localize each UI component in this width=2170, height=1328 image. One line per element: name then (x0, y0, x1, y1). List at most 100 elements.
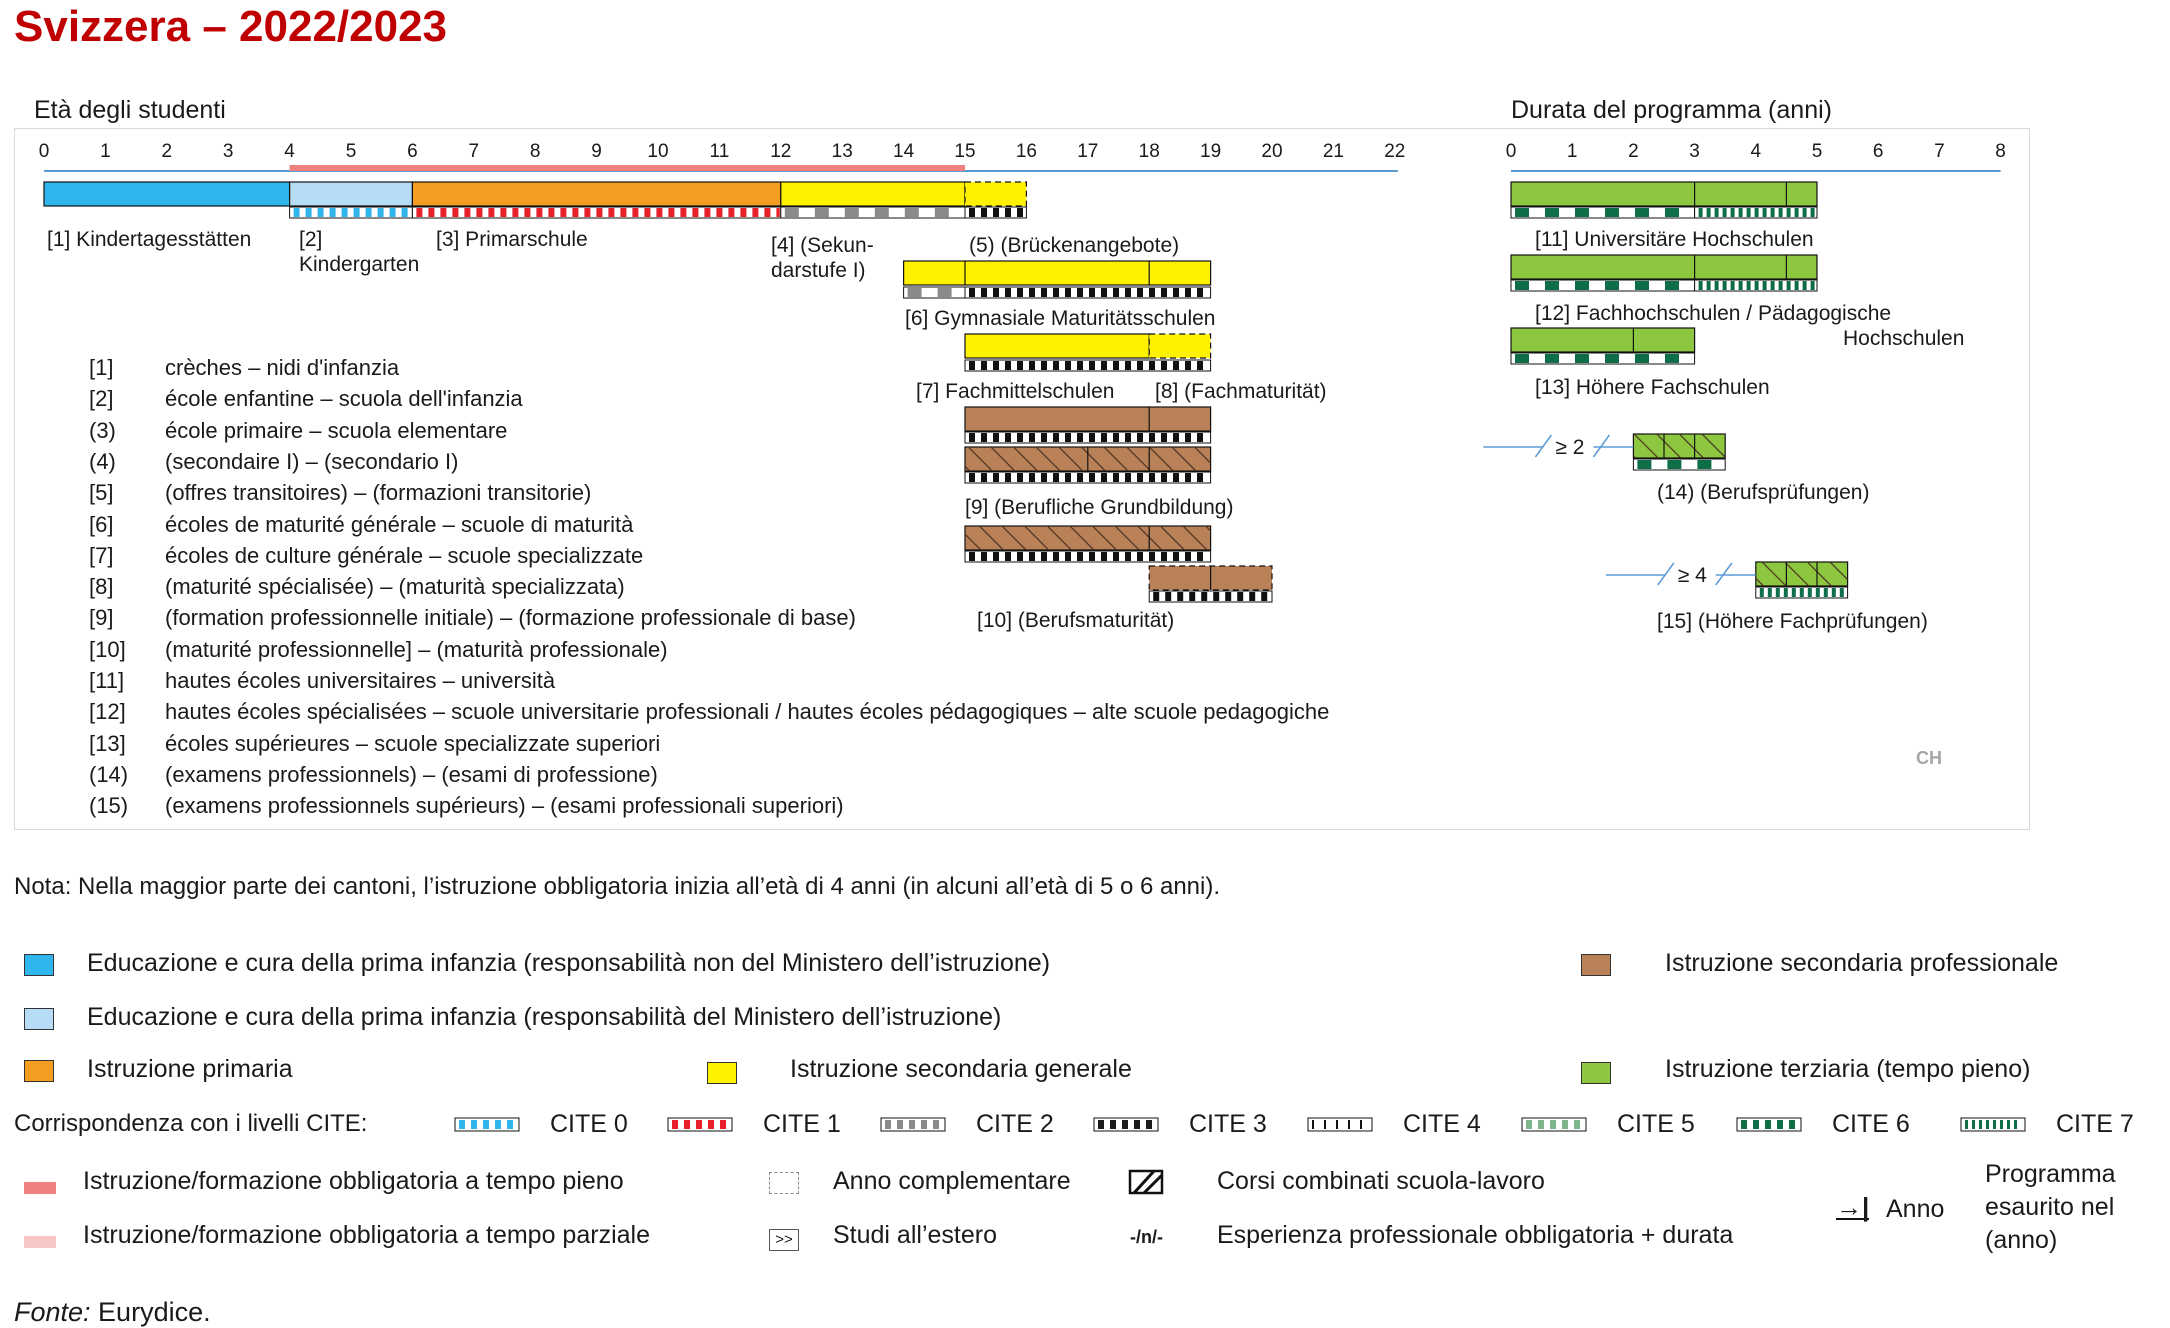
isced-stripe-9b-segment (981, 473, 987, 482)
source-text: Eurydice. (90, 1297, 211, 1327)
isced-stripe-4-segment (904, 208, 919, 217)
isced-stripe-9a-segment (1053, 433, 1059, 442)
isced-label: CITE 5 (1617, 1110, 1695, 1138)
programme-bar-3-fill (411, 181, 782, 207)
isced-stripe-12b-segment (1698, 281, 1703, 290)
experience-marker-14-slash-left (1534, 434, 1553, 458)
isced-stripe-13-frame (1510, 352, 1696, 365)
isced-swatch-segment (1979, 1120, 1982, 1129)
isced-stripe-13-segment (1545, 354, 1559, 363)
glossary-number: [12] (89, 699, 126, 725)
glossary-text: hautes écoles spécialisées – scuole univ… (165, 699, 1330, 725)
isced-swatch-segment (1098, 1120, 1104, 1129)
isced-stripe-6b-segment (981, 288, 987, 297)
combined-school-work-icon (1128, 1169, 1164, 1195)
isced-stripe-14 (1632, 458, 1726, 471)
experience-marker-14-slash-right (1592, 434, 1611, 458)
isced-swatch-segment (897, 1120, 903, 1129)
isced-stripe-4-segment (784, 208, 799, 217)
isced-stripe-10b-frame (1148, 590, 1273, 603)
isced-stripe-11a-segment (1575, 208, 1589, 217)
isced-stripe-9a-segment (1065, 433, 1071, 442)
age-tick-label: 18 (1139, 141, 1160, 162)
programme-label-12: [12] Fachhochschulen / Pädagogische (1535, 302, 1891, 325)
isced-stripe-7-segment (1029, 361, 1035, 370)
programme-bar-14 (1632, 433, 1726, 459)
programme-label-5: (5) (Brückenangebote) (969, 234, 1179, 257)
age-tick-label: 21 (1323, 141, 1344, 162)
isced-swatch-segment (2000, 1120, 2003, 1129)
duration-tick-label: 1 (1567, 141, 1578, 162)
isced-stripe-7-segment (1137, 361, 1143, 370)
isced-stripe-11b-segment (1722, 208, 1727, 217)
isced-label: CITE 4 (1403, 1110, 1481, 1138)
isced-stripe-14-segment (1637, 460, 1652, 469)
legend-label-year: Anno (1886, 1195, 1945, 1223)
programme-label-12b: Hochschulen (1843, 327, 1964, 350)
isced-stripe-3-segment (704, 208, 711, 217)
study-abroad-icon: >> (769, 1229, 799, 1251)
isced-stripe-6b-segment (1029, 288, 1035, 297)
isced-stripe-9b-segment (993, 473, 999, 482)
programme-bar-14-hatch (1633, 434, 1726, 458)
glossary-number: (15) (89, 793, 129, 819)
isced-stripe-7-segment (1173, 361, 1179, 370)
isced-stripe-9a (964, 431, 1212, 444)
isced-stripe-5-segment (993, 208, 999, 217)
isced-stripe-12a-segment (1665, 281, 1679, 290)
isced-stripe-12a-segment (1545, 281, 1559, 290)
isced-stripe-10a-segment (1173, 552, 1179, 561)
isced-stripe-3-segment (488, 208, 495, 217)
isced-swatch-segment (459, 1120, 465, 1129)
isced-stripe-9a-segment (1089, 433, 1095, 442)
isced-swatch-segment (1550, 1120, 1556, 1129)
isced-stripe-2-segment (293, 208, 300, 217)
legend-label-experience: Esperienza professionale obbligatoria + … (1217, 1221, 1734, 1249)
duration-tick-label: 2 (1628, 141, 1639, 162)
duration-tick-label: 3 (1689, 141, 1700, 162)
isced-swatch-segment (2007, 1120, 2010, 1129)
isced-stripe-3-segment (692, 208, 699, 217)
isced-stripe-6b-segment (993, 288, 999, 297)
isced-stripe-15-segment (1791, 588, 1796, 597)
age-tick-label: 7 (469, 141, 480, 162)
legend-swatch-compulsory-full (24, 1182, 56, 1194)
glossary-number: (3) (89, 417, 116, 443)
isced-swatch-segment (1134, 1120, 1140, 1129)
isced-stripe-7-segment (969, 361, 975, 370)
isced-swatch-segment (672, 1120, 678, 1129)
glossary-number: [11] (89, 668, 125, 693)
isced-stripe-7-segment (981, 361, 987, 370)
isced-stripe-2-segment (401, 208, 408, 217)
isced-stripe-10a-segment (1065, 552, 1071, 561)
legend-swatch-tertiary (1581, 1062, 1611, 1084)
isced-stripe-11b-segment (1802, 208, 1807, 217)
isced-stripe-10a-segment (1077, 552, 1083, 561)
isced-title: Corrispondenza con i livelli CITE: (14, 1110, 368, 1137)
isced-stripe-12b-segment (1706, 281, 1711, 290)
isced-swatch-segment (720, 1120, 726, 1129)
complementary-year-icon (769, 1172, 799, 1194)
isced-stripe-10a-segment (1185, 552, 1191, 561)
programme-bar-11 (1510, 181, 1818, 207)
legend-swatch-ecec-non-ministry (24, 954, 54, 976)
isced-swatch (880, 1117, 946, 1132)
programme-bar-8 (1148, 333, 1212, 359)
isced-stripe-5-segment (981, 208, 987, 217)
isced-stripe-2-segment (377, 208, 384, 217)
isced-stripe-13 (1510, 352, 1696, 365)
legend-label-primary: Istruzione primaria (87, 1055, 293, 1083)
programme-label-15: [15] (Höhere Fachprüfungen) (1657, 610, 1928, 633)
isced-stripe-11a-segment (1635, 208, 1649, 217)
glossary-number: [10] (89, 636, 126, 662)
isced-swatch-segment (1993, 1120, 1996, 1129)
isced-swatch-segment (1972, 1120, 1975, 1129)
isced-stripe-13-segment (1515, 354, 1529, 363)
legend-programme-ended-2: esaurito nel (1985, 1193, 2115, 1221)
isced-stripe-9a-segment (1125, 433, 1131, 442)
isced-stripe-2-segment (329, 208, 336, 217)
isced-stripe-7-segment (1197, 361, 1203, 370)
isced-stripe-12a (1510, 279, 1696, 292)
legend-label-study-abroad: Studi all’estero (833, 1221, 997, 1249)
